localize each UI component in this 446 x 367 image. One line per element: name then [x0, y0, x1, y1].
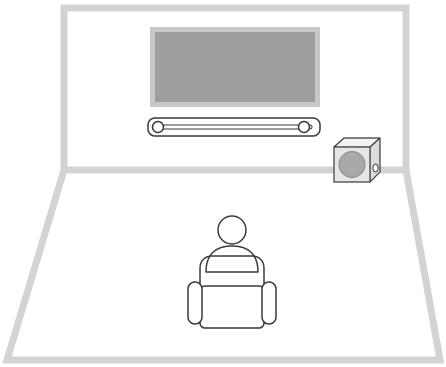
listener-body	[206, 246, 258, 272]
subwoofer-port	[373, 164, 378, 172]
subwoofer-cone	[339, 152, 365, 178]
tv	[150, 27, 320, 107]
soundbar-body	[148, 118, 320, 136]
soundbar	[148, 118, 320, 136]
soundbar-left-driver	[153, 122, 164, 133]
armchair-left-arm	[188, 282, 202, 324]
armchair-right-arm	[262, 282, 276, 324]
listener	[206, 216, 258, 272]
subwoofer	[334, 138, 380, 182]
armchair-seat	[200, 286, 264, 328]
tv-screen	[155, 32, 315, 102]
listener-head	[218, 216, 246, 244]
soundbar-right-driver	[299, 122, 310, 133]
